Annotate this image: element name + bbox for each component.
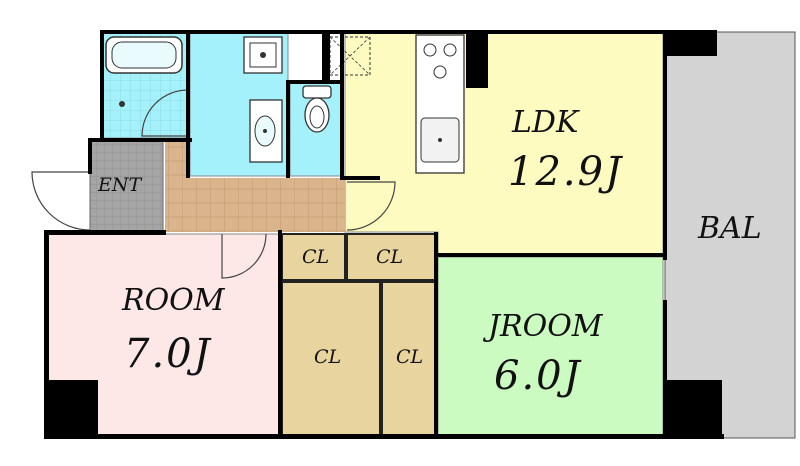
ldk-size: 12.9J [508, 149, 624, 195]
jroom-label: JROOM [488, 309, 603, 344]
wash-basin-icon [249, 99, 283, 163]
entrance-label: ENT [98, 174, 142, 196]
walls [44, 30, 724, 439]
entrance-area [89, 139, 164, 233]
closet-label-bottom-left: CL [314, 346, 342, 368]
jroom-size: 6.0J [494, 353, 582, 399]
room-label: ROOM [122, 283, 225, 318]
toilet-icon [302, 85, 332, 133]
bath-door-swing [141, 89, 189, 137]
bathtub-icon [105, 36, 183, 107]
balcony-label: BAL [698, 211, 762, 246]
ldk-label: LDK [512, 105, 579, 140]
closet-label-top-left: CL [302, 246, 330, 268]
ldk-door-swing [346, 181, 396, 231]
ldk-area [344, 32, 664, 256]
entrance-door-swing [31, 171, 91, 231]
hallway-floor [165, 140, 345, 232]
closet-label-bottom-right: CL [396, 346, 424, 368]
washing-machine-icon [243, 36, 283, 74]
closet-label-top-right: CL [376, 246, 404, 268]
closet-bottom-right [381, 281, 437, 439]
room-door-swing [221, 233, 267, 279]
balcony-area [664, 31, 796, 439]
kitchen-counter-icon [415, 34, 465, 174]
jroom-area [437, 256, 664, 439]
room-size: 7.0J [124, 331, 212, 377]
